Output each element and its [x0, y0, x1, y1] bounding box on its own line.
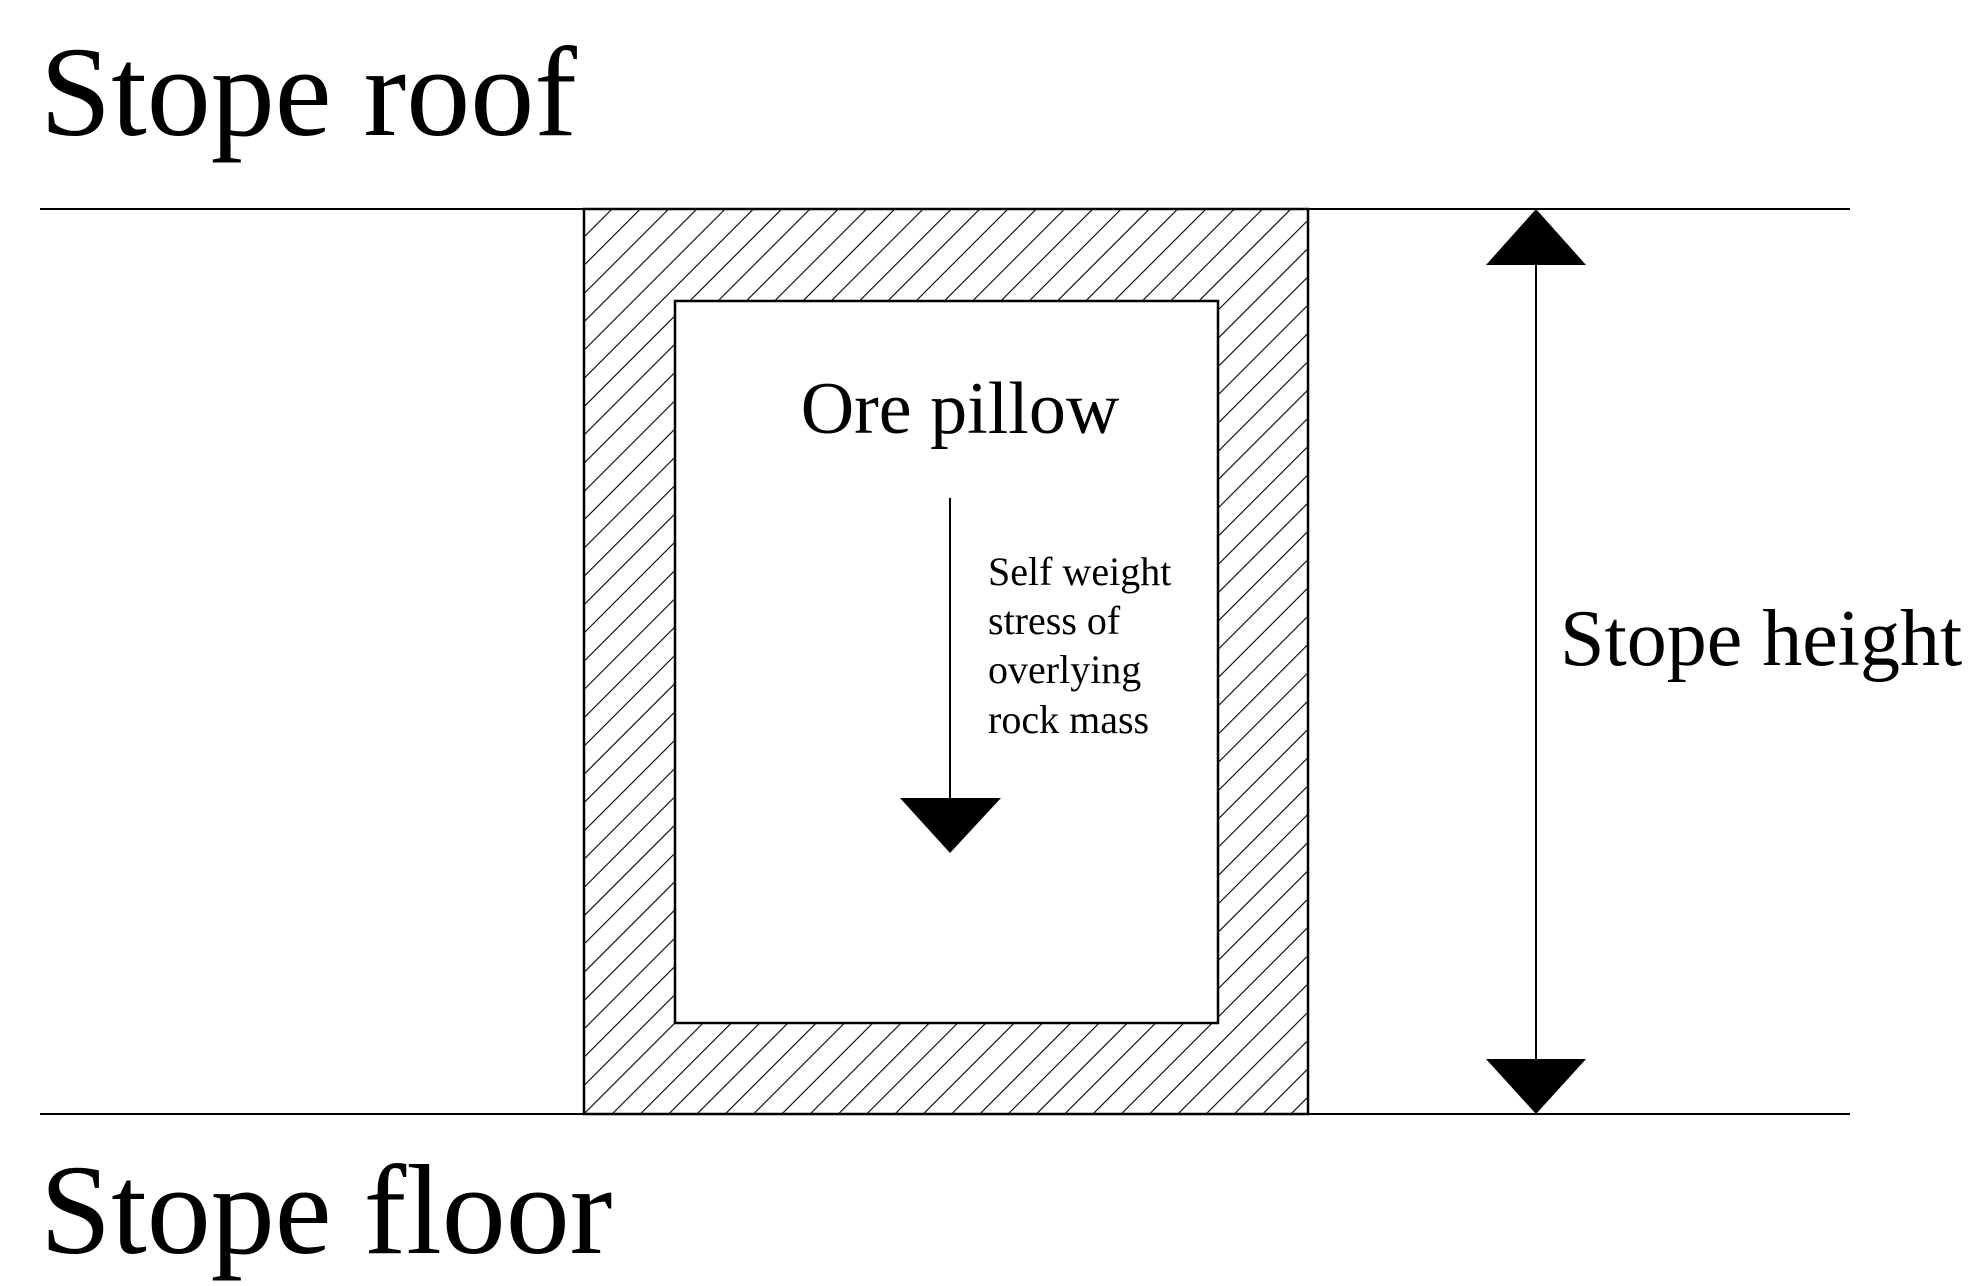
self-weight-line-1: Self weight: [988, 549, 1171, 594]
ore-pillow-box: [673, 299, 1220, 1025]
stope-height-arrow-top-head: [1486, 209, 1586, 265]
ore-pillow-label: Ore pillow: [801, 368, 1120, 450]
stope-roof-label: Stope roof: [40, 21, 577, 163]
stope-height-label: Stope height: [1560, 595, 1962, 683]
self-weight-line-2: stress of: [988, 598, 1121, 643]
stope-height-arrow-bottom-head: [1486, 1059, 1586, 1114]
self-weight-arrow-head: [900, 798, 1001, 853]
self-weight-line-4: rock mass: [988, 697, 1149, 742]
stope-floor-label: Stope floor: [40, 1139, 612, 1281]
self-weight-text: Self weight stress of overlying rock mas…: [988, 549, 1181, 742]
self-weight-line-3: overlying: [988, 647, 1141, 692]
